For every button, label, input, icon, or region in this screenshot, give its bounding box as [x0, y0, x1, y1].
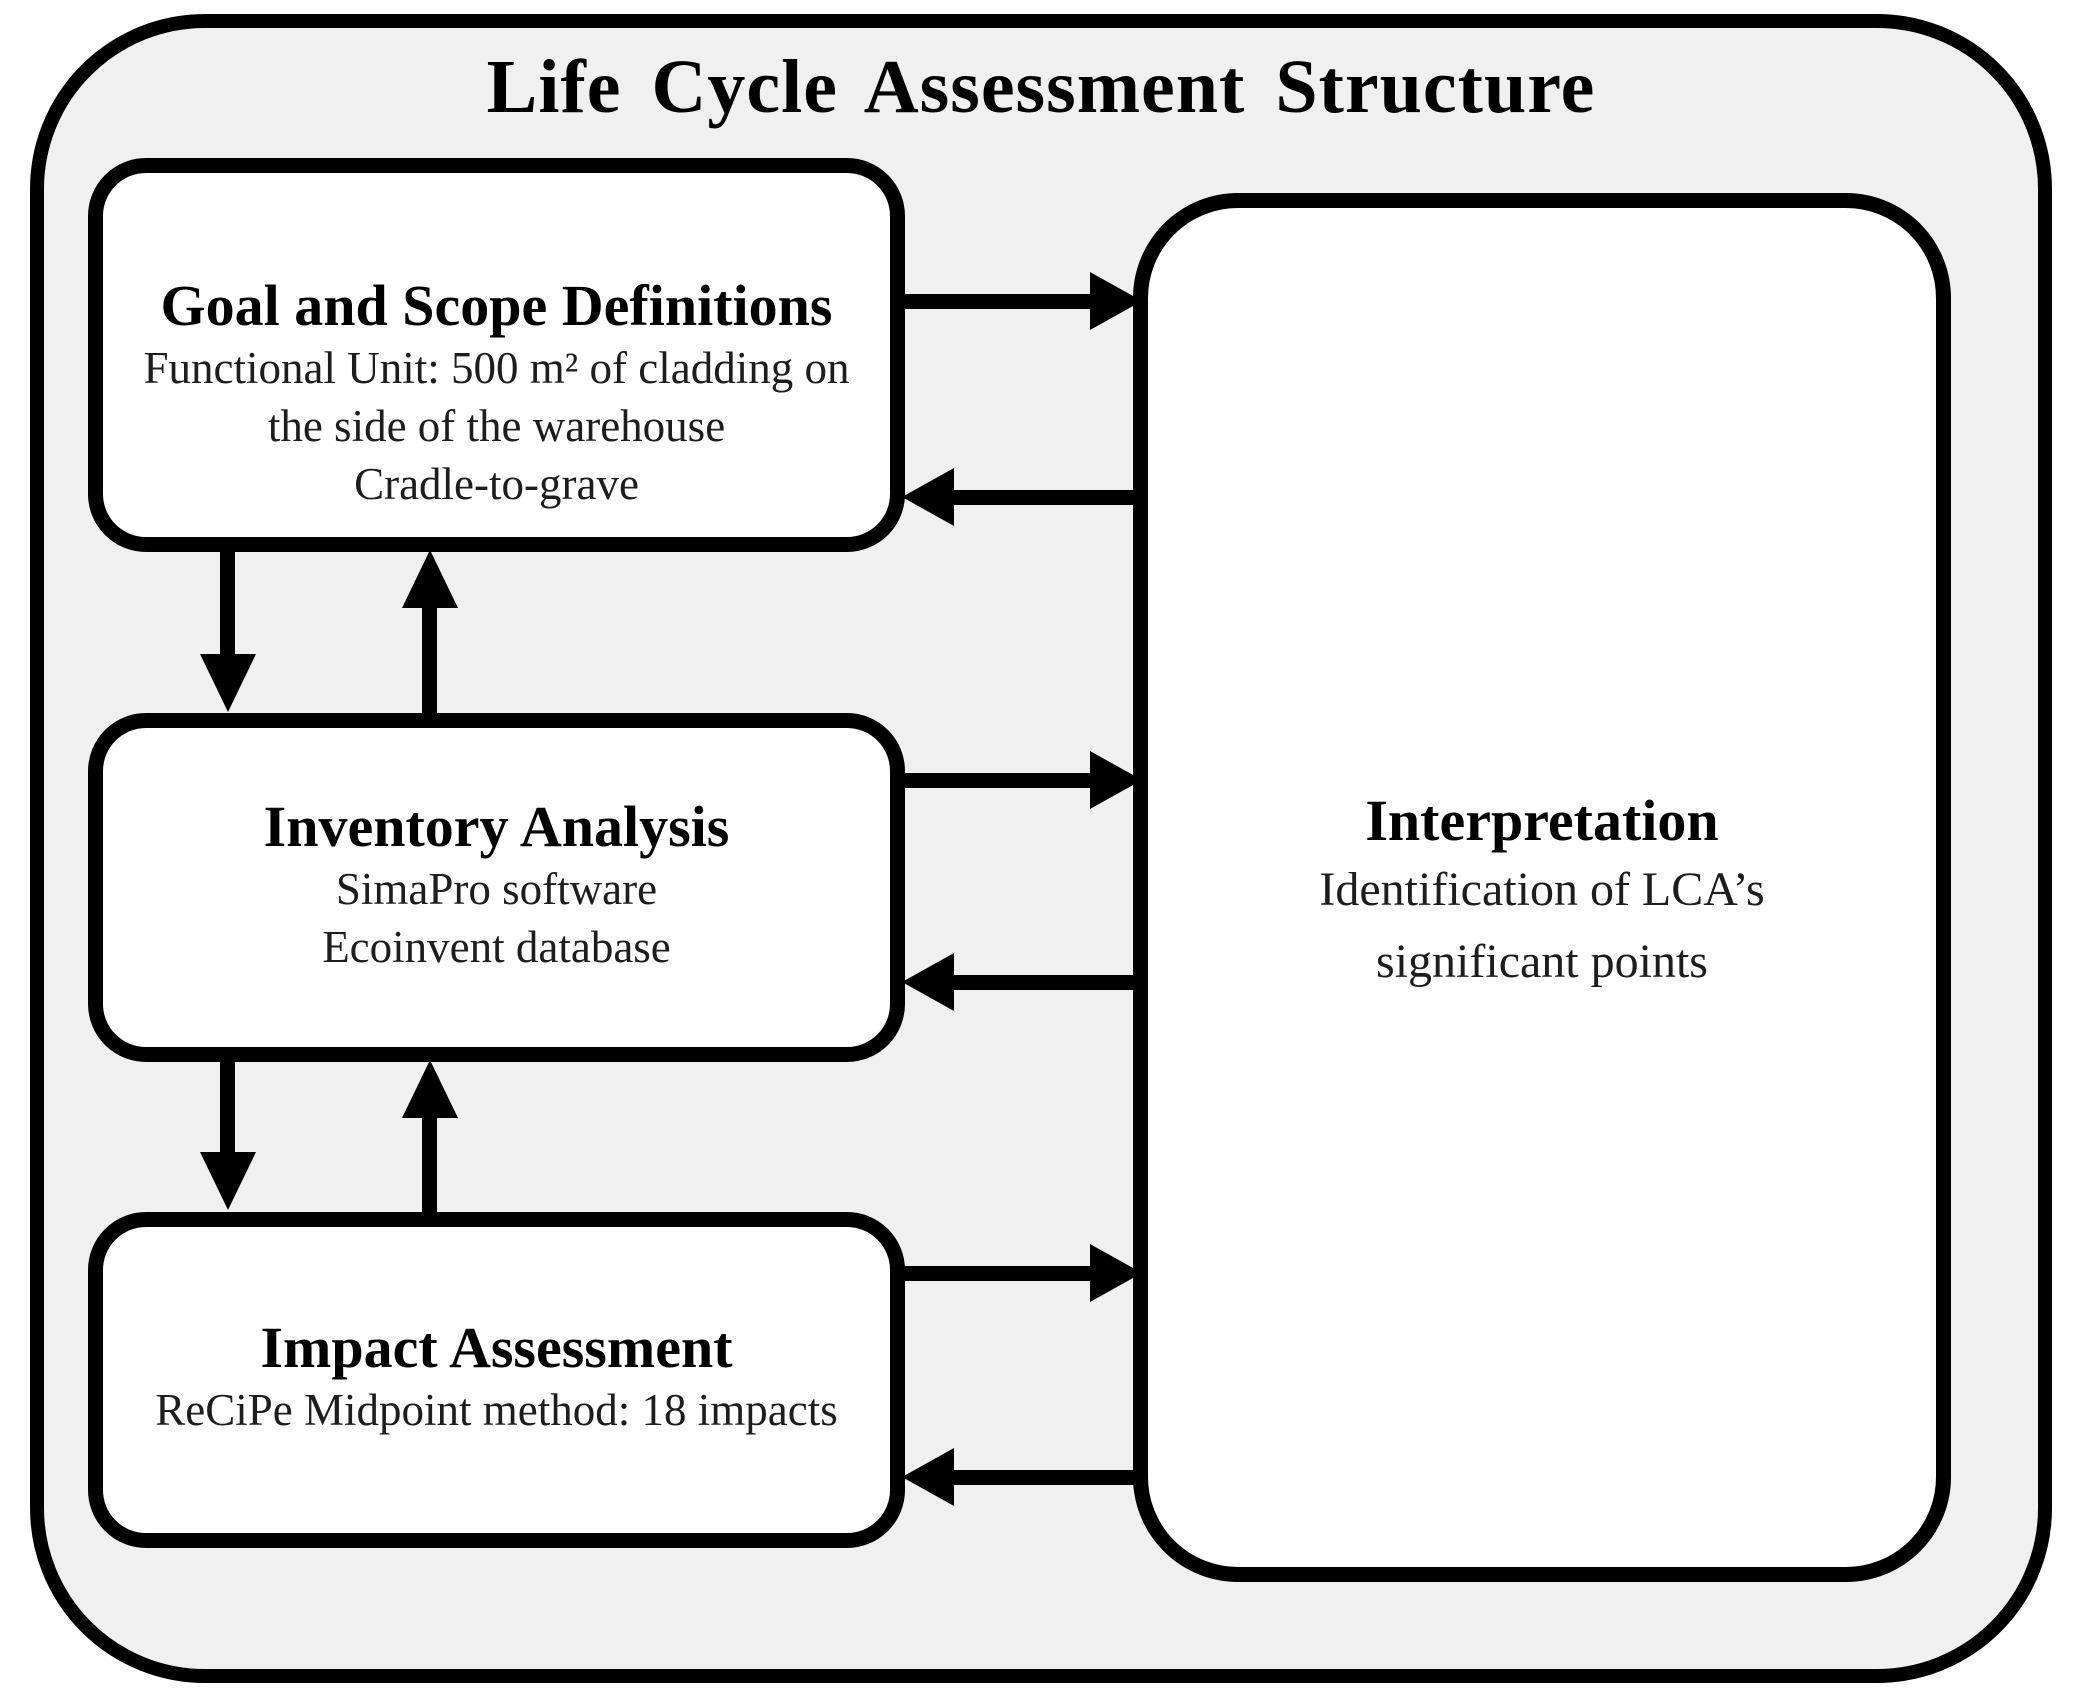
arrow-right-icon [1090, 272, 1142, 330]
inventory-analysis-box: Inventory Analysis SimaPro software Ecoi… [88, 713, 905, 1062]
arrow-interpretation-to-inventory-stem [950, 975, 1146, 990]
arrow-left-icon [902, 1448, 954, 1506]
goal-and-scope-heading: Goal and Scope Definitions [160, 273, 833, 338]
arrow-impact-to-interpretation-stem [898, 1266, 1094, 1281]
impact-recipe-line: ReCiPe Midpoint method: 18 impacts [155, 1385, 838, 1435]
arrow-up-icon [402, 550, 458, 608]
inventory-analysis-heading: Inventory Analysis [263, 794, 730, 859]
arrow-impact-to-inventory-stem [422, 1114, 437, 1216]
arrow-left-icon [902, 953, 954, 1011]
goal-functional-unit-line: Functional Unit: 500 m² of cladding on [143, 343, 850, 393]
interpretation-identification-line: Identification of LCA’s [1319, 863, 1765, 916]
arrow-goal-to-interpretation-stem [898, 294, 1094, 309]
interpretation-box: Interpretation Identification of LCA’s s… [1133, 193, 1951, 1582]
diagram-title: Life Cycle Assessment Structure [486, 45, 1596, 129]
impact-assessment-heading: Impact Assessment [260, 1315, 733, 1380]
goal-functional-unit-line2: the side of the warehouse [267, 401, 726, 451]
arrow-inventory-to-interpretation-stem [898, 773, 1094, 788]
arrow-up-icon [402, 1060, 458, 1118]
inventory-simapro-line: SimaPro software [335, 864, 658, 914]
arrow-down-icon [200, 654, 256, 712]
arrow-inventory-to-goal-stem [422, 604, 437, 716]
arrow-goal-to-inventory-stem [220, 546, 235, 658]
arrow-right-icon [1090, 751, 1142, 809]
goal-and-scope-box: Goal and Scope Definitions Functional Un… [88, 158, 905, 552]
arrow-left-icon [902, 468, 954, 526]
arrow-down-icon [200, 1152, 256, 1210]
impact-assessment-box: Impact Assessment ReCiPe Midpoint method… [88, 1212, 905, 1548]
interpretation-significant-points-line: significant points [1376, 935, 1708, 988]
arrow-inventory-to-impact-stem [220, 1056, 235, 1156]
inventory-ecoinvent-line: Ecoinvent database [322, 922, 671, 972]
arrow-right-icon [1090, 1244, 1142, 1302]
goal-cradle-to-grave-line: Cradle-to-grave [354, 459, 639, 509]
interpretation-heading: Interpretation [1365, 788, 1719, 853]
arrow-interpretation-to-impact-stem [950, 1470, 1146, 1485]
arrow-interpretation-to-goal-stem [950, 490, 1146, 505]
